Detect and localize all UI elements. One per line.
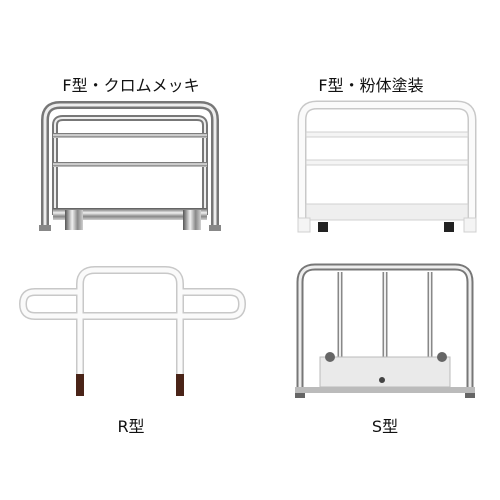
label-f-type-chrome: F型・クロムメッキ <box>62 76 200 95</box>
label-f-type-powder: F型・粉体塗装 <box>318 76 424 95</box>
product-image-f-type-chrome <box>35 100 225 235</box>
product-image-s-type <box>290 262 480 402</box>
product-image-f-type-powder <box>292 100 482 235</box>
label-s-type: S型 <box>371 417 399 436</box>
label-r-type: R型 <box>117 417 145 436</box>
product-image-r-type <box>15 262 250 397</box>
